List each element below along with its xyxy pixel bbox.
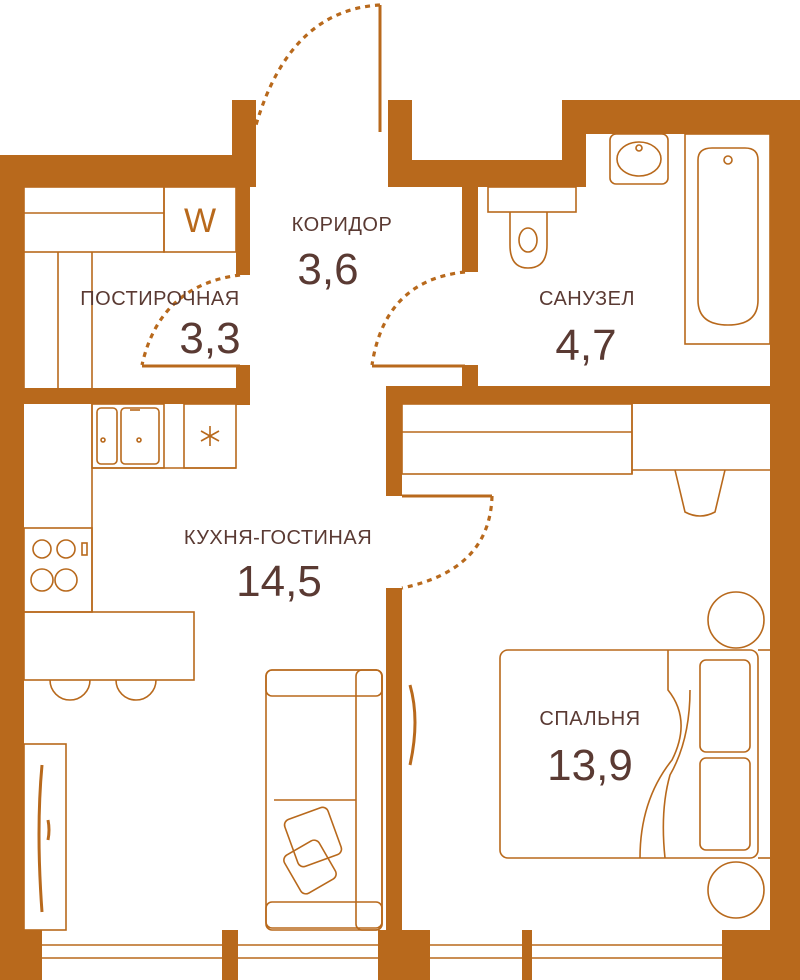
room-name-laundry: ПОСТИРОЧНАЯ: [80, 288, 239, 310]
windows: [42, 944, 722, 959]
nightstand-lamp: [707, 591, 765, 649]
nightstand-lamp: [707, 861, 765, 919]
bed: [499, 649, 759, 859]
room-name-corridor: КОРИДОР: [292, 214, 393, 236]
toilet-icon: [509, 212, 548, 269]
room-area-kitchen-living: 14,5: [236, 557, 322, 606]
room-area-bathroom: 4,7: [555, 321, 616, 370]
room-name-bedroom: СПАЛЬНЯ: [539, 708, 640, 730]
room-area-laundry: 3,3: [179, 314, 240, 363]
kitchen-sink-icon: [91, 403, 165, 469]
chair: [49, 679, 91, 701]
wardrobe: [23, 743, 67, 931]
room-name-kitchen-living: КУХНЯ-ГОСТИНАЯ: [184, 527, 372, 549]
sink-icon: [609, 133, 669, 185]
room-area-bedroom: 13,9: [547, 741, 633, 790]
bedroom-wardrobe: [401, 403, 633, 475]
washing-machine: [163, 186, 237, 253]
dining-table: [23, 611, 195, 681]
desk-chair: [674, 469, 726, 517]
walls: [0, 100, 800, 980]
bathroom-fixtures: [487, 133, 771, 345]
stove-icon: [23, 527, 93, 613]
bathtub-icon: [684, 133, 771, 345]
kitchen-furniture: [23, 403, 237, 931]
bedroom-furniture: [401, 403, 770, 919]
chair: [115, 679, 157, 701]
washer-mark: W: [184, 202, 216, 240]
room-area-corridor: 3,6: [297, 245, 358, 294]
room-name-bathroom: САНУЗЕЛ: [539, 288, 635, 310]
doors: [140, 3, 494, 766]
laundry-furniture: W: [23, 186, 237, 388]
toilet-tank: [487, 186, 577, 213]
snowflake-icon: [200, 426, 220, 446]
room-labels: КОРИДОР 3,6 ПОСТИРОЧНАЯ 3,3 САНУЗЕЛ 4,7 …: [80, 214, 640, 790]
sofa: [265, 669, 383, 931]
